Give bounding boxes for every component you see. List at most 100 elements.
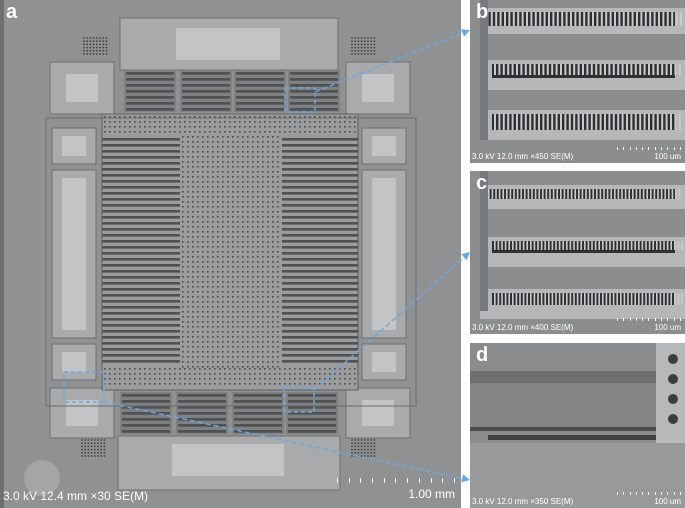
proof-mass-hole [314, 378, 316, 380]
proof-mass-hole [237, 201, 239, 203]
proof-mass-hole [237, 311, 239, 313]
proof-mass-hole [257, 336, 259, 338]
proof-mass-hole [187, 186, 189, 188]
scale-tick [372, 478, 374, 483]
proof-mass-hole [182, 141, 184, 143]
proof-mass-hole [182, 336, 184, 338]
proof-mass-hole [277, 211, 279, 213]
proof-mass-hole [104, 368, 106, 370]
etch-hole [93, 445, 96, 448]
proof-mass-hole [227, 346, 229, 348]
etch-hole [102, 37, 105, 39]
proof-mass-hole [212, 276, 214, 278]
scale-tick [430, 478, 432, 483]
proof-mass-hole [207, 356, 209, 358]
left-comb-finger [102, 282, 180, 285]
proof-mass-hole [207, 186, 209, 188]
proof-mass-hole [212, 206, 214, 208]
proof-mass-hole [252, 166, 254, 168]
proof-mass-hole [189, 131, 191, 133]
right-comb-finger [282, 276, 358, 279]
proof-mass-hole [262, 361, 264, 363]
comb-tooth [537, 293, 539, 305]
proof-mass-hole [349, 126, 351, 128]
comb-tooth [630, 293, 633, 305]
proof-mass-hole [277, 286, 279, 288]
etch-hole [100, 448, 103, 451]
proof-mass-hole [242, 326, 244, 328]
etch-hole [363, 37, 366, 39]
proof-mass-hole [154, 131, 156, 133]
comb-tooth [564, 64, 567, 75]
proof-mass-hole [232, 256, 234, 258]
etch-hole [351, 455, 353, 457]
comb-tooth [605, 12, 608, 26]
top-comb-finger [182, 96, 230, 99]
proof-mass-hole [277, 156, 279, 158]
proof-mass-hole [262, 271, 264, 273]
proof-mass-hole [207, 316, 209, 318]
proof-mass-hole [319, 131, 321, 133]
proof-mass-hole [267, 181, 269, 183]
proof-mass-hole [344, 126, 346, 128]
proof-mass-hole [194, 126, 196, 128]
comb-tooth [594, 293, 597, 305]
proof-mass-hole [269, 126, 271, 128]
proof-mass-hole [207, 226, 209, 228]
comb-tooth [652, 241, 655, 250]
scale-ticks-b [617, 147, 681, 150]
proof-mass-hole [242, 281, 244, 283]
panel-label-c: c [476, 172, 488, 194]
proof-mass-hole [262, 366, 264, 368]
proof-mass-hole [232, 311, 234, 313]
top-comb-finger [182, 78, 230, 81]
proof-mass-hole [202, 261, 204, 263]
top-comb-finger [236, 108, 284, 111]
comb-tooth [502, 189, 505, 199]
comb-tooth [558, 241, 561, 250]
proof-mass-hole [182, 216, 184, 218]
proof-mass-hole [227, 326, 229, 328]
proof-mass-hole [197, 281, 199, 283]
proof-mass-hole [277, 341, 279, 343]
proof-mass-hole [227, 236, 229, 238]
proof-mass-hole [192, 361, 194, 363]
scale-tick [642, 147, 644, 150]
proof-mass-hole [264, 116, 266, 118]
proof-mass-hole [277, 231, 279, 233]
proof-mass-hole [119, 368, 121, 370]
proof-mass-hole [267, 176, 269, 178]
proof-mass-hole [222, 351, 224, 353]
etch-hole [83, 37, 85, 39]
proof-mass-hole [289, 378, 291, 380]
proof-mass-hole [217, 161, 219, 163]
proof-mass-hole [227, 281, 229, 283]
proof-mass-hole [104, 383, 106, 385]
comb-tooth [526, 293, 529, 305]
proof-mass-hole [129, 126, 131, 128]
proof-mass-hole [202, 151, 204, 153]
proof-mass-hole [277, 366, 279, 368]
proof-mass-hole [212, 246, 214, 248]
proof-mass-hole [114, 373, 116, 375]
proof-mass-hole [277, 141, 279, 143]
proof-mass-hole [252, 326, 254, 328]
proof-mass-hole [304, 116, 306, 118]
etch-hole [103, 439, 106, 441]
bottom-comb-finger [234, 412, 282, 415]
proof-mass-hole [314, 373, 316, 375]
proof-mass-hole [202, 206, 204, 208]
comb-tooth [490, 12, 493, 26]
top-comb-finger [290, 84, 338, 87]
proof-mass-hole [222, 221, 224, 223]
proof-mass-hole [227, 246, 229, 248]
etch-hole [89, 49, 92, 52]
proof-mass-hole [232, 341, 234, 343]
proof-mass-hole [212, 361, 214, 363]
proof-mass-hole [202, 311, 204, 313]
bottom-comb-finger [122, 400, 170, 403]
proof-mass-hole [192, 356, 194, 358]
proof-mass-hole [207, 156, 209, 158]
proof-mass-hole [212, 286, 214, 288]
proof-mass-hole [129, 368, 131, 370]
